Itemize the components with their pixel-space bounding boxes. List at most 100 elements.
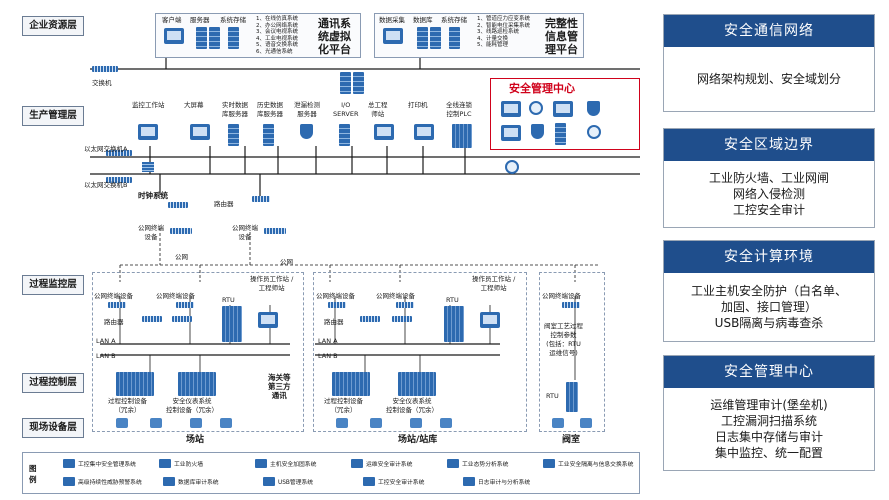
layer-enterprise: 企业资源层 [22, 16, 84, 36]
security-panel: 安全区域边界工业防火墙、工业网闸网络入侵检测工控安全审计 [663, 128, 875, 228]
switch-icon [172, 316, 192, 322]
enterprise-left-list: 1、在线仿真系统 2、办公网络系统 3、会议电视系统 4、工业电视系统 5、语音… [256, 16, 298, 56]
legend-label: USB管理系统 [278, 480, 314, 486]
list-item: 6、光通信系统 [256, 48, 293, 55]
legend-label: 工控安全审计系统 [378, 480, 425, 486]
station-right-rtu-label: RTU [446, 296, 459, 304]
station-left-plc-label: 过程控制设备 （冗余） [108, 397, 147, 414]
production-device-label: 打印机 [408, 101, 428, 109]
enterprise-integrity-box: 数据采集 数据库 系统存储 1、管道应力应变系统 2、智能电位采集系统 3、线路… [374, 13, 584, 58]
storage-icon [228, 27, 239, 49]
station-left-rtu-label: RTU [222, 296, 235, 304]
legend-item: 运维安全审计系统 [351, 459, 412, 468]
legend-icon [543, 459, 555, 468]
enterprise-left-device-2: 系统存储 [220, 16, 246, 24]
station-left-public-terminal: 公网终端设备 [94, 292, 133, 300]
field-device-icon [220, 418, 232, 428]
legend-label: 数据库审计系统 [178, 480, 219, 486]
panel-line: 日志集中存储与审计 [714, 430, 823, 444]
audit-monitor-icon [501, 125, 521, 141]
station-left-router-label: 路由器 [104, 318, 124, 326]
legend-label: 主机安全加固系统 [270, 462, 317, 468]
legend-item: 工业防火墙 [159, 459, 203, 468]
list-item: 5、能耗管理 [477, 42, 508, 49]
enterprise-right-list: 1、管道应力应变系统 2、智能电位采集系统 3、线路巡检系统 4、计量交换 5、… [477, 16, 530, 49]
list-item: 4、计量交换 [477, 35, 508, 42]
legend-label: 工控集中安全管理系统 [78, 462, 136, 468]
central-monitor-icon [501, 101, 521, 117]
public-terminal-icon [328, 302, 346, 308]
enterprise-right-device-1: 数据库 [413, 16, 433, 24]
storage-icon [449, 27, 460, 49]
field-device-icon [552, 418, 564, 428]
io-server-icon [339, 124, 350, 146]
enterprise-left-device-1: 服务器 [190, 16, 210, 24]
server-icon [196, 27, 207, 49]
panel-line: 工控安全审计 [732, 203, 805, 217]
rtu-cabinet-icon [444, 306, 464, 342]
list-item: 2、智能电位采集系统 [477, 22, 530, 29]
layer-field: 现场设备层 [22, 418, 84, 438]
layer-process-control: 过程控制层 [22, 373, 84, 393]
router-icon [168, 202, 188, 208]
panel-body: 工业主机安全防护（白名单、加固、接口管理）USB隔离与病毒查杀 [664, 273, 874, 341]
panel-title: 安全区域边界 [664, 129, 874, 161]
legend-title: 图 例 [29, 464, 37, 484]
legend-icon [159, 459, 171, 468]
production-device-label: 大屏幕 [184, 101, 204, 109]
database-audit-icon [555, 123, 566, 145]
core-switch-icon [92, 66, 118, 72]
station-right-router-label: 路由器 [324, 318, 344, 326]
field-device-icon [150, 418, 162, 428]
production-device-label: 历史数据库服务器 [257, 101, 283, 118]
network-lines [90, 55, 640, 380]
panel-line: USB隔离与病毒查杀 [714, 316, 824, 330]
list-item: 5、语音交换系统 [256, 42, 298, 49]
legend-icon [463, 477, 475, 486]
panel-line: 网络架构规划、安全域划分 [696, 72, 841, 86]
eth-switch-b-label: 以太网交换机B [84, 181, 128, 189]
station-right-box [313, 272, 527, 432]
industrial-firewall-icon [142, 162, 154, 172]
station-left-lan-a: LAN A [96, 337, 116, 345]
panel-line: 工业主机安全防护（白名单、 [690, 284, 847, 298]
station-left-name: 场站 [186, 435, 205, 445]
cloud-icon [529, 101, 543, 115]
layer-production: 生产管理层 [22, 106, 84, 126]
sis-cabinet-icon [398, 372, 436, 396]
legend-label: 高级持续性威胁预警系统 [78, 480, 142, 486]
router-icon [360, 316, 380, 322]
public-terminal-icon [170, 228, 192, 234]
big-screen-icon [190, 124, 210, 140]
router-icon [142, 316, 162, 322]
list-item: 4、工业电视系统 [256, 35, 298, 42]
legend-label: 工业态势分析系统 [462, 462, 509, 468]
panel-line: 工业防火墙、工业网闸 [708, 171, 829, 185]
panel-title: 安全通信网络 [664, 15, 874, 47]
enterprise-left-title: 通讯系 统虚拟 化平台 [318, 17, 351, 56]
public-terminal-label: 公网终端 设备 [138, 224, 164, 241]
security-center-title: 安全管理中心 [509, 82, 575, 95]
panel-line: 集中监控、统一配置 [714, 446, 823, 460]
field-device-icon [190, 418, 202, 428]
production-device-label: 监控工作站 [132, 101, 165, 109]
station-left-lan-b: LAN B [96, 352, 116, 360]
log-audit-icon [587, 125, 601, 139]
client-monitor-icon [164, 28, 184, 44]
monitor-workstation-icon [138, 124, 158, 140]
panel-line: 网络入侵检测 [732, 187, 805, 201]
field-device-icon [116, 418, 128, 428]
public-terminal-icon [264, 228, 286, 234]
plc-cabinet-icon [116, 372, 154, 396]
realtime-db-server-icon [228, 124, 239, 146]
list-item: 1、管道应力应变系统 [477, 16, 530, 22]
panel-body: 运维管理审计(堡垒机)工控漏洞扫描系统日志集中存储与审计集中监控、统一配置 [664, 388, 874, 470]
production-device-label: 全线连锁控制PLC [446, 101, 472, 118]
legend-box: 图 例 工控集中安全管理系统 工业防火墙 主机安全加固系统 运维安全审计系统 工业态势分… [22, 452, 640, 494]
list-item: 3、线路巡检系统 [477, 29, 519, 36]
ops-audit-icon [531, 124, 544, 139]
leak-detection-server-icon [300, 124, 313, 139]
field-device-icon [410, 418, 422, 428]
ethernet-switch-a-icon [106, 150, 132, 156]
isolation-gateway-icon [340, 72, 351, 94]
